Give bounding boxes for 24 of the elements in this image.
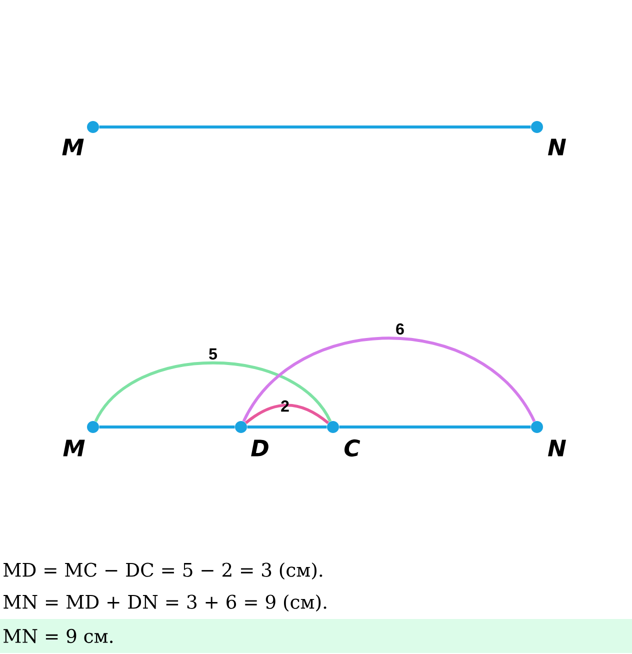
segment [99,126,531,128]
point: N [531,121,566,156]
segment [339,426,531,428]
segment [99,426,235,428]
point: C [327,421,360,457]
point: M [63,421,99,456]
point: N [531,421,566,456]
formula-line: MN = MD + DN = 3 + 6 = 9 (см). [4,594,326,612]
node-label: M [63,440,85,456]
edge-label: 6 [396,323,404,335]
edge-label: 5 [209,348,217,360]
edge-label: 2 [281,400,289,412]
point: D [235,421,268,456]
arc [242,336,536,422]
formula-line: MD = MC − DC = 5 − 2 = 3 (см). [4,562,322,580]
arc [94,361,332,422]
node-label: M [62,138,84,156]
node-label: N [548,440,566,456]
node-label: N [548,138,566,156]
arc [244,404,330,424]
point: M [62,121,99,156]
node-label: C [344,439,360,457]
node-label: D [251,440,268,456]
segment [247,426,327,428]
